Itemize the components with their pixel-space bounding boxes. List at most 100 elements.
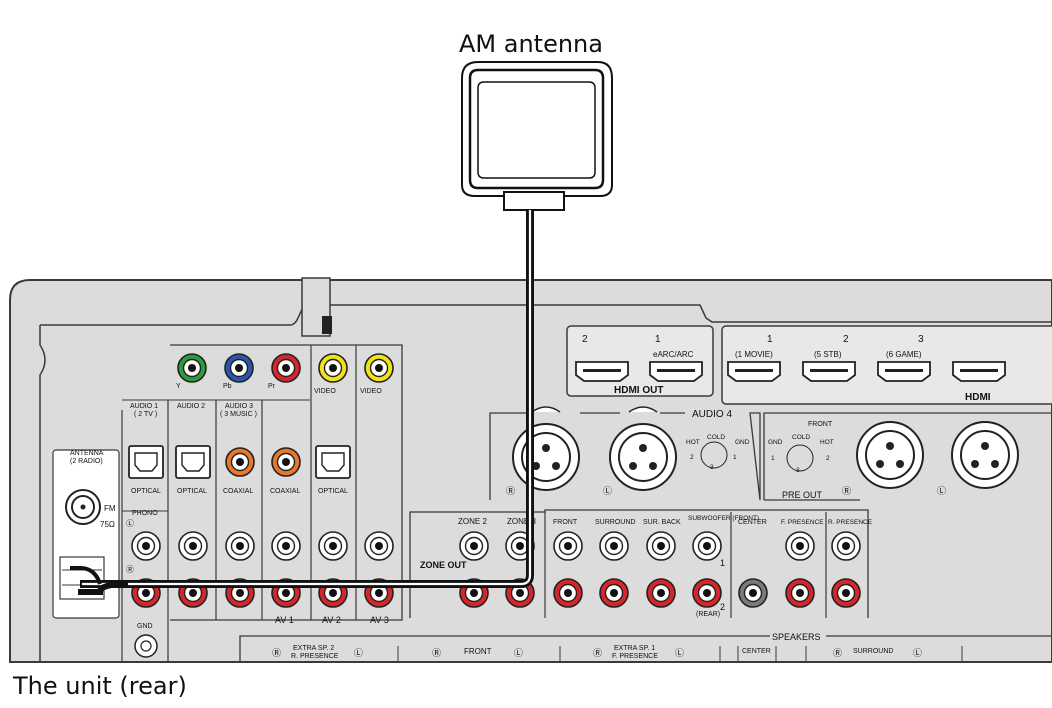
svg-text:Ⓡ: Ⓡ (833, 648, 842, 658)
audio1-header: AUDIO 1 (130, 403, 158, 410)
out-lower-jack-5[interactable] (646, 578, 676, 608)
am-antenna-loop (461, 61, 613, 197)
component-block (170, 344, 403, 621)
pre-out-hot: HOT (820, 439, 834, 446)
out-lower-jack-3[interactable] (553, 578, 583, 608)
audio-in-l-jack-4[interactable] (271, 531, 301, 561)
zone-out-label: ZONE OUT (420, 560, 467, 570)
pre-out-l-mark: Ⓛ (937, 486, 946, 496)
pre-out-xlr-left[interactable] (951, 421, 1019, 489)
gnd-label: GND (137, 623, 153, 630)
zone2-label: ZONE 2 (458, 517, 487, 526)
rca-output-block (409, 509, 869, 618)
coaxial-jack-1[interactable] (225, 447, 255, 477)
pre-out-gnd: GND (768, 439, 783, 446)
audio4-label: AUDIO 4 (692, 409, 732, 420)
out-upper-jack-8[interactable] (831, 531, 861, 561)
rca-surback-label: SUR. BACK (643, 519, 681, 526)
rca-center-label: CENTER (738, 519, 767, 526)
out-upper-jack-7[interactable] (785, 531, 815, 561)
out-upper-jack-6[interactable] (692, 531, 722, 561)
component-jack-pb[interactable] (224, 353, 254, 383)
hdmi-in-num-2: 2 (843, 334, 849, 345)
video-jack-2[interactable] (364, 353, 394, 383)
component-jack-y[interactable] (177, 353, 207, 383)
out-lower-jack-6[interactable] (692, 578, 722, 608)
digital-audio-jacks (128, 445, 351, 479)
svg-text:Ⓛ: Ⓛ (913, 648, 922, 658)
av1-label: AV 1 (275, 615, 294, 625)
speakers-label: SPEAKERS (772, 632, 821, 642)
audio2-header: AUDIO 2 (177, 403, 205, 410)
audio4-r-mark: Ⓡ (506, 486, 515, 496)
hdmi-out-port-2[interactable] (575, 361, 629, 382)
pre-out-cold: COLD (792, 434, 810, 441)
audio4-cold: COLD (707, 434, 725, 441)
spk-extra2: EXTRA SP. 2 (293, 645, 334, 652)
am-cable-lead-top (70, 566, 102, 585)
audio4-pin3: 3 (710, 464, 714, 471)
hdmi-in-port-3[interactable] (877, 361, 931, 382)
spk-center: CENTER (742, 648, 771, 655)
hdmi-in-port-2[interactable] (802, 361, 856, 382)
svg-text:Ⓛ: Ⓛ (514, 648, 523, 658)
sub-rear-label: (REAR) (696, 611, 720, 618)
rca-front-label: FRONT (553, 519, 578, 526)
zone3-label: ZONE 3 (507, 517, 536, 526)
speaker-dividers (397, 646, 963, 662)
hdmi-in-port-4[interactable] (952, 361, 1006, 382)
audio-in-l-jack-2[interactable] (178, 531, 208, 561)
fm-impedance: 75Ω (100, 520, 115, 529)
spk-extra1: EXTRA SP. 1 (614, 645, 655, 652)
audio-in-l-jack-1[interactable] (131, 531, 161, 561)
out-lower-jack-7[interactable] (738, 578, 768, 608)
video-jack-1[interactable] (318, 353, 348, 383)
svg-text:Ⓡ: Ⓡ (272, 648, 281, 658)
audio3-header: AUDIO 3 (225, 403, 253, 410)
out-upper-jack-4[interactable] (599, 531, 629, 561)
audio4-pin2: 2 (690, 454, 694, 461)
svg-text:Ⓛ: Ⓛ (354, 648, 363, 658)
audio4-pin-diagram (700, 441, 728, 469)
component-jacks (177, 353, 394, 383)
output-rca-rows (459, 531, 861, 608)
svg-text:Ⓡ: Ⓡ (432, 648, 441, 658)
out-lower-jack-9[interactable] (831, 578, 861, 608)
out-upper-jack-3[interactable] (553, 531, 583, 561)
av2-label: AV 2 (322, 615, 341, 625)
pre-out-xlr-right[interactable] (856, 421, 924, 489)
out-upper-jack-1[interactable] (459, 531, 489, 561)
optical-jack-2[interactable] (175, 445, 211, 479)
jack-label-coaxial-1: COAXIAL (223, 488, 253, 495)
component-jack-pr[interactable] (271, 353, 301, 383)
hdmi-in-label: HDMI (965, 392, 991, 403)
optical-jack-1[interactable] (128, 445, 164, 479)
audio4-xlr-left[interactable] (609, 406, 677, 491)
optical-jack-3[interactable] (315, 445, 351, 479)
fm-antenna-jack[interactable] (65, 489, 101, 525)
audio4-pin1: 1 (733, 454, 737, 461)
out-lower-jack-4[interactable] (599, 578, 629, 608)
pre-out-front-label: FRONT (808, 421, 833, 428)
spk-rpresence: R. PRESENCE (291, 653, 339, 660)
gnd-terminal[interactable] (134, 634, 158, 658)
coaxial-jack-2[interactable] (271, 447, 301, 477)
video-label-2: VIDEO (360, 388, 382, 395)
component-label-pb: Pb (223, 383, 232, 390)
component-label-pr: Pr (268, 383, 276, 390)
panel-top-recess (40, 304, 1052, 326)
hdmi-in-port-1[interactable] (727, 361, 781, 382)
hdmi-in-sub-1: (1 MOVIE) (735, 350, 773, 359)
sub-num-1: 1 (720, 558, 725, 568)
hdmi-out-port-1[interactable] (649, 361, 703, 382)
pre-out-r-mark: Ⓡ (842, 486, 851, 496)
audio-in-l-jack-6[interactable] (364, 531, 394, 561)
out-lower-jack-8[interactable] (785, 578, 815, 608)
am-antenna-base (503, 191, 565, 211)
audio4-gnd: GND (735, 439, 750, 446)
pre-out-pin2: 2 (826, 455, 830, 462)
audio-in-l-jack-3[interactable] (225, 531, 255, 561)
audio-in-l-jack-5[interactable] (318, 531, 348, 561)
out-upper-jack-5[interactable] (646, 531, 676, 561)
